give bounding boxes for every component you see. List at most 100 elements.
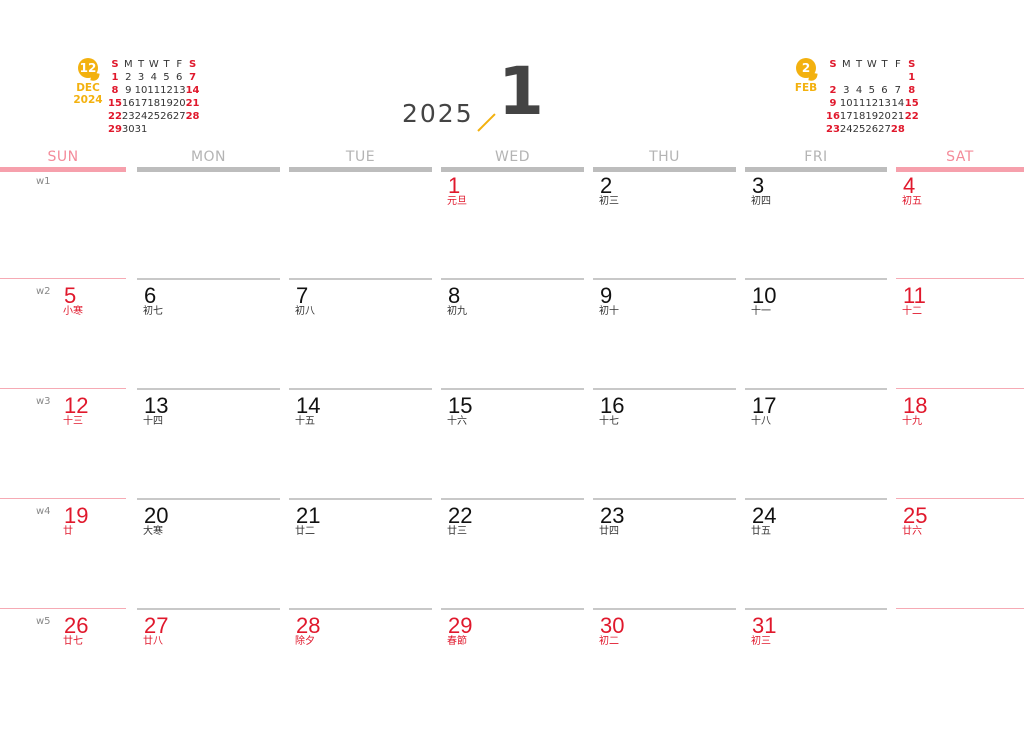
cell-divider: [896, 498, 1024, 499]
day-number: 29: [448, 613, 473, 638]
mini-day: 25: [852, 124, 866, 135]
mini-day: 21: [185, 98, 200, 109]
mini-day: [173, 123, 186, 136]
mini-day: 18: [147, 98, 161, 109]
day-number: 18: [903, 393, 928, 418]
cell-divider: [593, 498, 736, 500]
lunar-date: 十八: [751, 416, 771, 427]
day-number: 12: [64, 393, 89, 418]
mini-day: 7: [189, 72, 197, 83]
mini-day: 3: [137, 72, 145, 83]
day-number: 27: [144, 613, 169, 638]
day-number: 9: [600, 283, 613, 308]
mini-day: 13: [172, 85, 186, 96]
mini-day: 8: [111, 85, 119, 96]
cell-divider: [441, 498, 584, 500]
mini-day: [891, 71, 905, 84]
lunar-date: 初九: [447, 306, 467, 317]
month-badge: 2: [796, 58, 816, 78]
cell-divider: [745, 278, 887, 280]
lunar-date: 十三: [63, 416, 83, 427]
lunar-date: 元旦: [447, 196, 467, 207]
mini-day: [160, 123, 173, 136]
cell-divider: [441, 388, 584, 390]
cell-divider: [289, 608, 432, 610]
mini-day: 17: [134, 98, 148, 109]
cell-divider: [896, 278, 1024, 279]
mini-day: 12: [160, 85, 173, 96]
day-number: 26: [64, 613, 89, 638]
mini-day: [186, 123, 200, 136]
mini-day: 31: [134, 124, 148, 135]
mini-day: 10: [134, 85, 148, 96]
cell-divider: [745, 498, 887, 500]
mini-day: 28: [185, 111, 200, 122]
empty-day-cell: [0, 168, 126, 278]
lunar-date: 初五: [902, 196, 922, 207]
day-number: 14: [296, 393, 321, 418]
title-year: 2025: [402, 99, 474, 128]
mini-day: [147, 123, 160, 136]
month-badge: 12: [78, 58, 98, 78]
lunar-date: 初八: [295, 306, 315, 317]
mini-day: 3: [843, 85, 850, 96]
mini-day: 16: [826, 111, 840, 122]
mini-day: 11: [147, 85, 161, 96]
mini-day: 24: [134, 111, 148, 122]
day-number: 17: [752, 393, 777, 418]
lunar-date: 初三: [599, 196, 619, 207]
lunar-date: 廿七: [63, 636, 83, 647]
mini-day: 5: [163, 72, 170, 83]
mini-day: 9: [125, 85, 132, 96]
mini-day: 11: [852, 98, 866, 109]
cell-divider: [289, 498, 432, 500]
cell-divider: [137, 278, 280, 280]
mini-weekday-label: F: [176, 59, 183, 70]
weekday-tue: TUE: [289, 148, 432, 172]
cell-divider: [137, 498, 280, 500]
day-number: 13: [144, 393, 169, 418]
lunar-date: 十九: [902, 416, 922, 427]
weekday-mon: MON: [137, 148, 280, 172]
calendar-title: 2025 1: [402, 54, 544, 132]
weekday-bar: [593, 167, 736, 172]
mini-day: 1: [111, 72, 119, 83]
mini-day: [826, 71, 840, 84]
